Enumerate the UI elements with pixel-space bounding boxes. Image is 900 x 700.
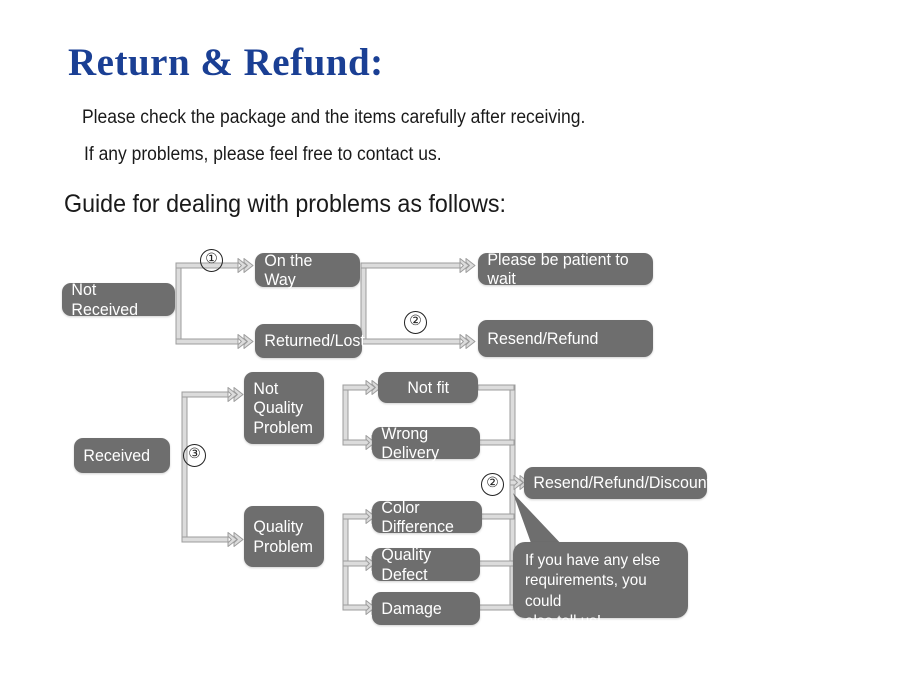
node-label: Not fit <box>407 377 449 397</box>
callout-bubble[interactable]: If you have any else requirements, you c… <box>513 542 688 630</box>
callout-label: If you have any else requirements, you c… <box>525 552 661 631</box>
node-label: Quality Defect <box>381 545 432 584</box>
arrowhead-not-quality <box>227 387 244 402</box>
node-label: Color Difference <box>381 497 454 536</box>
node-not-fit[interactable]: Not fit <box>378 372 478 403</box>
page-title: Return & Refund: <box>68 41 384 84</box>
node-quality-defect[interactable]: Quality Defect <box>372 545 480 584</box>
node-label: Resend/Refund <box>487 328 599 348</box>
step-marker-3: ③ <box>183 444 206 467</box>
node-not-received[interactable]: Not Received <box>62 280 175 319</box>
node-wrong-delivery[interactable]: Wrong Delivery <box>372 423 480 462</box>
node-resend-refund-discount[interactable]: Resend/Refund/Discount <box>524 467 711 499</box>
node-damage[interactable]: Damage <box>372 592 480 625</box>
step-marker-2-lower: ② <box>481 473 504 496</box>
step-marker-1: ① <box>200 249 223 272</box>
node-label: Wrong Delivery <box>381 423 440 462</box>
node-label: Not Received <box>71 280 139 319</box>
node-label: Resend/Refund/Discount <box>533 473 712 493</box>
lead-line-2: If any problems, please feel free to con… <box>84 144 442 165</box>
node-label: Received <box>83 445 151 465</box>
step-marker-label: ③ <box>188 447 201 462</box>
node-label: Not Quality Problem <box>253 379 313 437</box>
arrowhead-returned-lost <box>237 334 254 349</box>
step-marker-label: ② <box>486 476 499 491</box>
node-label: Returned/Lost <box>264 331 365 351</box>
arrowhead-resend-refund <box>459 334 476 349</box>
node-color-difference[interactable]: Color Difference <box>372 497 482 536</box>
step-marker-2-upper: ② <box>404 311 427 334</box>
node-label: Please be patient to wait <box>487 249 629 288</box>
node-returned-lost[interactable]: Returned/Lost <box>255 324 365 358</box>
node-label: On the Way <box>264 250 313 289</box>
arrowhead-on-the-way <box>237 258 254 273</box>
node-received[interactable]: Received <box>74 438 170 473</box>
node-please-be-patient-to-wait[interactable]: Please be patient to wait <box>478 249 653 288</box>
node-label: Damage <box>381 598 442 618</box>
guide-heading: Guide for dealing with problems as follo… <box>64 190 506 218</box>
arrowhead-quality <box>227 532 244 547</box>
lead-line-1: Please check the package and the items c… <box>82 107 586 128</box>
step-marker-label: ② <box>409 314 422 329</box>
step-marker-label: ① <box>205 252 218 267</box>
node-quality-problem[interactable]: Quality Problem <box>244 506 324 567</box>
arrowhead-please-wait <box>459 258 476 273</box>
node-not-quality-problem[interactable]: Not Quality Problem <box>244 372 324 444</box>
node-on-the-way[interactable]: On the Way <box>255 250 360 289</box>
node-label: Quality Problem <box>253 517 313 556</box>
node-resend-refund[interactable]: Resend/Refund <box>478 320 653 357</box>
